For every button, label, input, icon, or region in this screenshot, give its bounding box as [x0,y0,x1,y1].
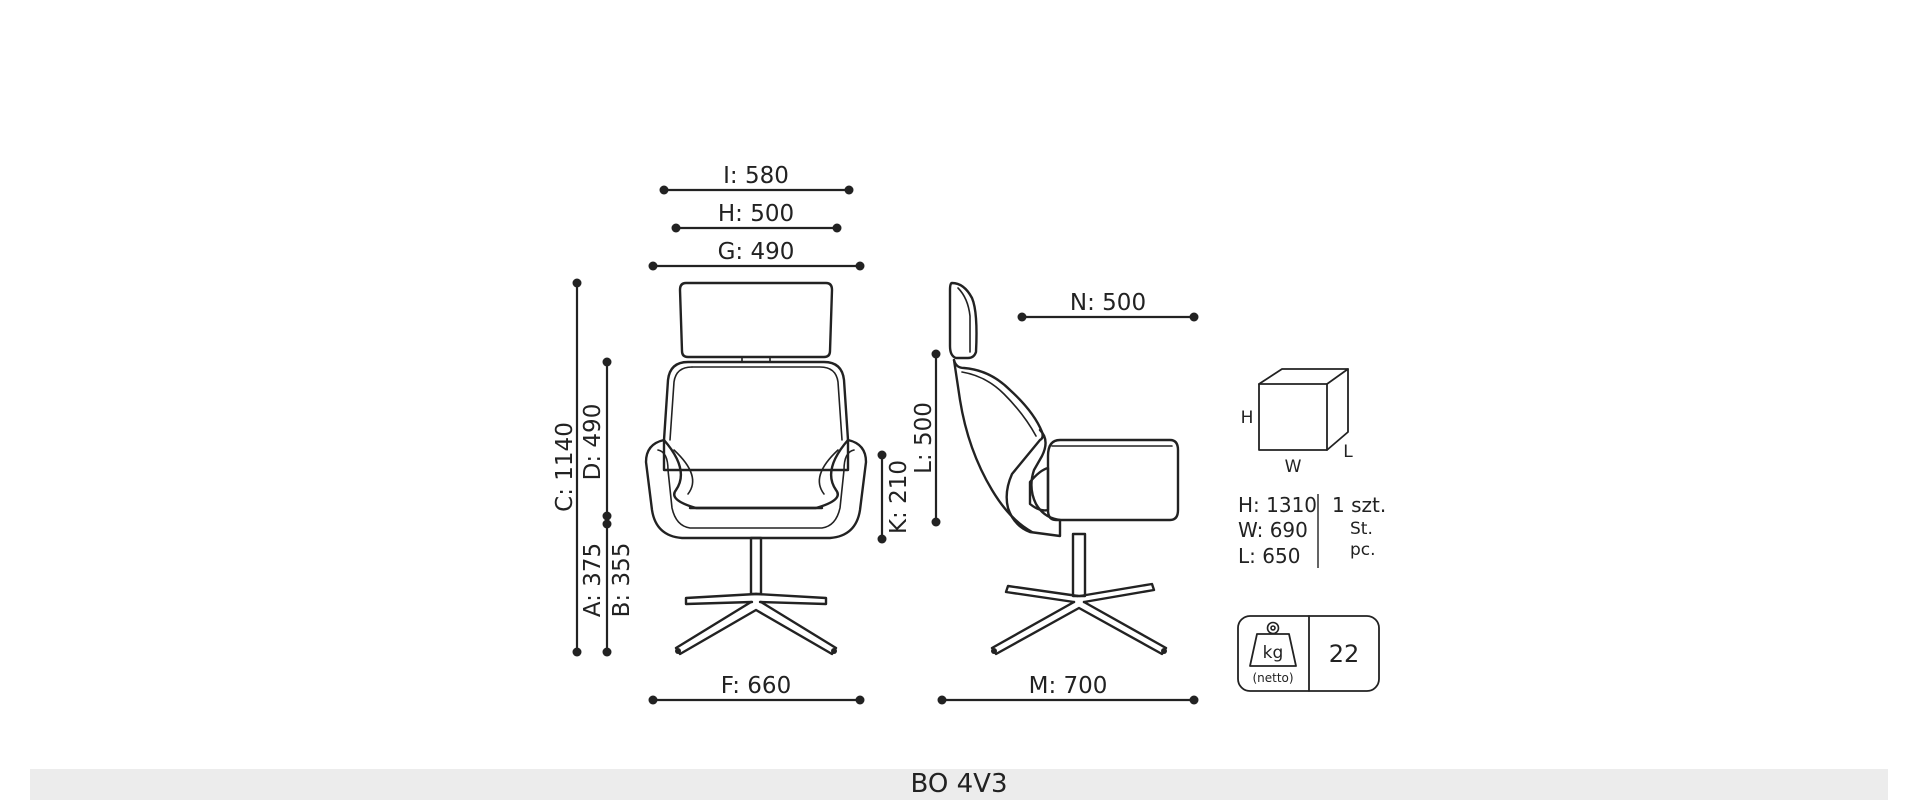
weight-unit: kg [1263,643,1284,663]
dimension-h-label: H: 500 [718,201,794,227]
dimension-a-label: A: 375 [580,543,606,617]
package-axis-l: L [1343,442,1353,462]
weight-icon: kg [1249,621,1297,667]
package-height: H: 1310 [1238,493,1317,517]
dimension-k: K: 210 [877,450,912,544]
dimension-i-label: I: 580 [723,163,789,189]
dimension-g-label: G: 490 [718,239,795,265]
weight-value: 22 [1329,640,1360,668]
dimension-m: M: 700 [937,673,1199,705]
package-box-icon: H W L [1241,368,1353,477]
package-axis-h: H [1241,408,1254,428]
dimension-n-label: N: 500 [1070,290,1146,316]
dimension-l-label: L: 500 [911,402,937,474]
package-width: W: 690 [1238,518,1308,542]
model-name: BO 4V3 [910,769,1008,799]
dimension-i: I: 580 [659,163,854,195]
model-bar: BO 4V3 [30,769,1888,800]
dimension-d: D: 490 [580,357,612,521]
package-qty-de: St. [1350,519,1373,539]
dimension-a: A: 375 [580,519,612,657]
package-qty-pl: 1 szt. [1332,493,1386,517]
dimension-n: N: 500 [1017,290,1199,322]
dimension-f-label: F: 660 [721,673,791,699]
dimension-g: G: 490 [648,239,865,271]
dimension-c-label: C: 1140 [552,422,578,512]
dimension-b: B: 355 [605,516,635,618]
weight-badge: kg (netto) 22 [1237,615,1380,692]
dimension-m-label: M: 700 [1029,673,1108,699]
package-qty-en: pc. [1350,540,1376,560]
chair-front-view [644,281,868,656]
package-length: L: 650 [1238,544,1300,568]
package-axis-w: W [1285,457,1302,477]
dimension-k-label: K: 210 [886,460,912,534]
dimension-f: F: 660 [648,673,865,705]
dimension-c: C: 1140 [552,278,582,657]
package-dimensions: H: 1310 W: 690 L: 650 1 szt. St. pc. [1238,493,1386,568]
chair-side-view [948,281,1180,656]
dimension-b-label: B: 355 [609,543,635,618]
dimension-l: L: 500 [911,349,941,527]
dimension-d-label: D: 490 [580,404,606,481]
dimension-h: H: 500 [671,201,842,233]
weight-note: (netto) [1252,671,1293,685]
